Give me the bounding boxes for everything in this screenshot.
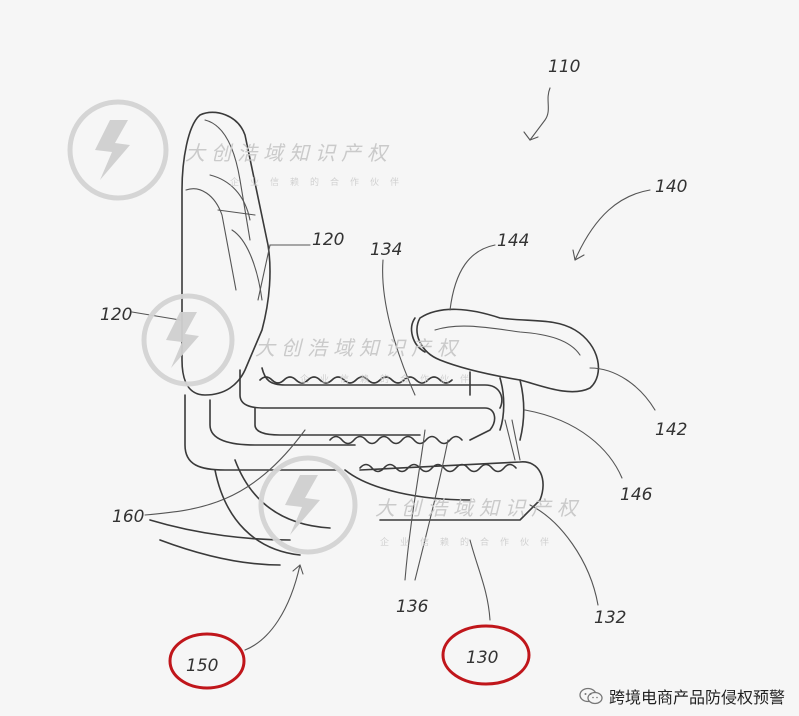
ref-134: 134 [370,240,402,260]
footer-text: 跨境电商产品防侵权预警 [608,688,785,707]
support-pad [410,308,600,461]
seat-cushion [184,367,544,521]
reference-numerals: 110 140 120 134 144 120 142 146 160 136 … [100,57,687,676]
leader-lines [131,87,656,651]
ref-110: 110 [548,57,580,77]
ref-132: 132 [594,608,626,628]
ref-140: 140 [655,177,687,197]
ref-136: 136 [396,597,429,617]
watermark-subtext-1: 企业信赖的合作伙伴 [230,176,410,188]
watermark-text-1: 大创浩域知识产权 [185,141,393,165]
ref-146: 146 [620,485,653,505]
ref-150: 150 [186,656,218,676]
ref-144: 144 [497,231,529,251]
backrest [181,111,271,396]
watermark-logo-2 [141,293,235,387]
ref-130: 130 [466,648,498,668]
watermark-text-2: 大创浩域知识产权 [255,336,463,360]
ref-160: 160 [112,507,144,527]
ref-120-top: 120 [312,230,344,250]
watermark-subtext-2: 企业信赖的合作伙伴 [300,373,480,385]
watermark-text-3: 大创浩域知识产权 [375,496,583,520]
watermark: 大创浩域知识产权 企业信赖的合作伙伴 大创浩域知识产权 企业信赖的合作伙伴 大创… [67,99,583,555]
highlight-circle-150 [168,632,246,690]
highlight-circles [168,624,531,690]
ref-142: 142 [655,420,687,440]
ref-120-left: 120 [100,305,132,325]
footer-badge: 跨境电商产品防侵权预警 [579,684,785,708]
watermark-subtext-3: 企业信赖的合作伙伴 [380,536,560,548]
watermark-logo-1 [67,99,169,201]
highlight-circle-130 [441,624,531,686]
wechat-icon [579,687,603,705]
watermark-logo-3 [258,455,358,555]
